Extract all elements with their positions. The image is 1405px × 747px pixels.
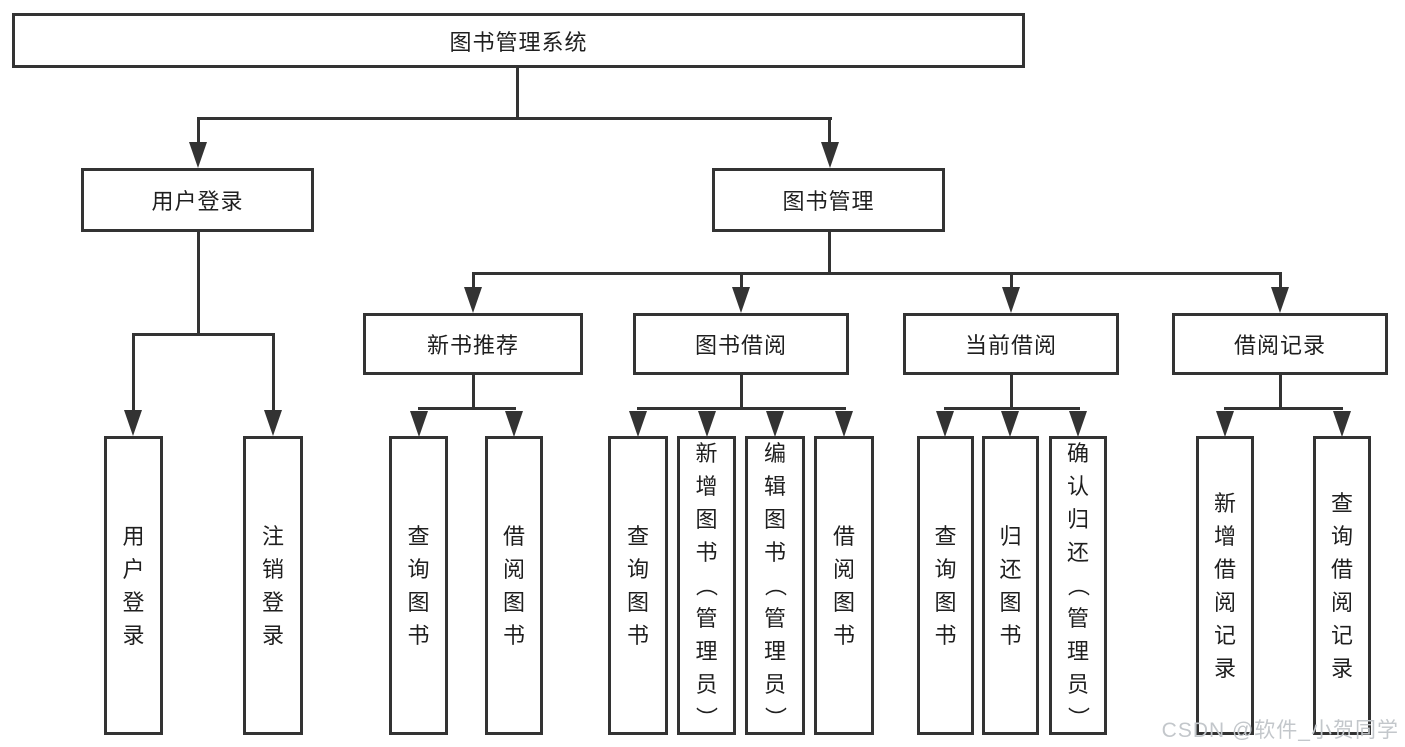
watermark: CSDN @软件_小贺同学 <box>1161 719 1399 742</box>
arrowhead-icon <box>1271 287 1289 313</box>
connector-line <box>828 232 831 274</box>
connector-line <box>516 68 519 119</box>
connector-line <box>472 272 475 290</box>
connector-line <box>197 232 200 334</box>
leaf-add-books-admin: 新增图书（管理员） <box>677 436 736 735</box>
node-current-borrow: 当前借阅 <box>903 313 1119 375</box>
leaf-recommend-borrow-books: 借阅图书 <box>485 436 543 735</box>
connector-line <box>197 117 200 145</box>
arrowhead-icon <box>821 142 839 168</box>
connector-line <box>132 333 135 413</box>
node-label: 图书借阅 <box>694 333 787 358</box>
arrowhead-icon <box>1216 411 1234 437</box>
arrowhead-icon <box>698 411 716 437</box>
arrowhead-icon <box>766 411 784 437</box>
connector-line <box>828 117 831 145</box>
connector-line <box>132 333 275 336</box>
connector-line <box>1279 375 1282 408</box>
leaf-confirm-return-admin: 确认归还（管理员） <box>1049 436 1107 735</box>
node-label: 新书推荐 <box>426 333 519 358</box>
leaf-user-login: 用户登录 <box>104 436 163 735</box>
connector-line <box>197 117 832 120</box>
connector-line <box>1010 375 1013 408</box>
leaf-current-query-books: 查询图书 <box>917 436 974 735</box>
node-label: 当前借阅 <box>964 333 1057 358</box>
arrowhead-icon <box>124 410 142 436</box>
node-library-management-system: 图书管理系统 <box>12 13 1025 68</box>
arrowhead-icon <box>1069 411 1087 437</box>
connector-line <box>418 407 516 410</box>
connector-line <box>472 272 1282 275</box>
connector-line <box>637 407 846 410</box>
arrowhead-icon <box>189 142 207 168</box>
arrowhead-icon <box>264 410 282 436</box>
node-label: 图书管理系统 <box>449 29 588 55</box>
arrowhead-icon <box>629 411 647 437</box>
arrowhead-icon <box>1001 411 1019 437</box>
leaf-query-borrow-record: 查询借阅记录 <box>1313 436 1371 735</box>
connector-line <box>1224 407 1343 410</box>
node-borrow-records: 借阅记录 <box>1172 313 1388 375</box>
connector-line <box>1279 272 1282 290</box>
leaf-logout-login: 注销登录 <box>243 436 303 735</box>
node-label: 借阅记录 <box>1233 333 1326 358</box>
arrowhead-icon <box>464 287 482 313</box>
arrowhead-icon <box>835 411 853 437</box>
arrowhead-icon <box>410 411 428 437</box>
leaf-edit-books-admin: 编辑图书（管理员） <box>745 436 805 735</box>
leaf-return-books: 归还图书 <box>982 436 1039 735</box>
connector-line <box>740 272 743 290</box>
arrowhead-icon <box>505 411 523 437</box>
connector-line <box>272 333 275 413</box>
leaf-add-borrow-record: 新增借阅记录 <box>1196 436 1254 735</box>
arrowhead-icon <box>936 411 954 437</box>
node-new-book-recommend: 新书推荐 <box>363 313 583 375</box>
node-label: 图书管理 <box>782 189 875 214</box>
arrowhead-icon <box>1002 287 1020 313</box>
connector-line <box>472 375 475 408</box>
node-book-management: 图书管理 <box>712 168 945 232</box>
arrowhead-icon <box>1333 411 1351 437</box>
connector-line <box>1010 272 1013 290</box>
leaf-recommend-query-books: 查询图书 <box>389 436 448 735</box>
arrowhead-icon <box>732 287 750 313</box>
node-user-login: 用户登录 <box>81 168 314 232</box>
node-label: 用户登录 <box>151 189 244 214</box>
node-book-borrow: 图书借阅 <box>633 313 849 375</box>
leaf-borrow-books: 借阅图书 <box>814 436 874 735</box>
connector-line <box>944 407 1080 410</box>
connector-line <box>740 375 743 408</box>
leaf-borrow-query-books: 查询图书 <box>608 436 668 735</box>
